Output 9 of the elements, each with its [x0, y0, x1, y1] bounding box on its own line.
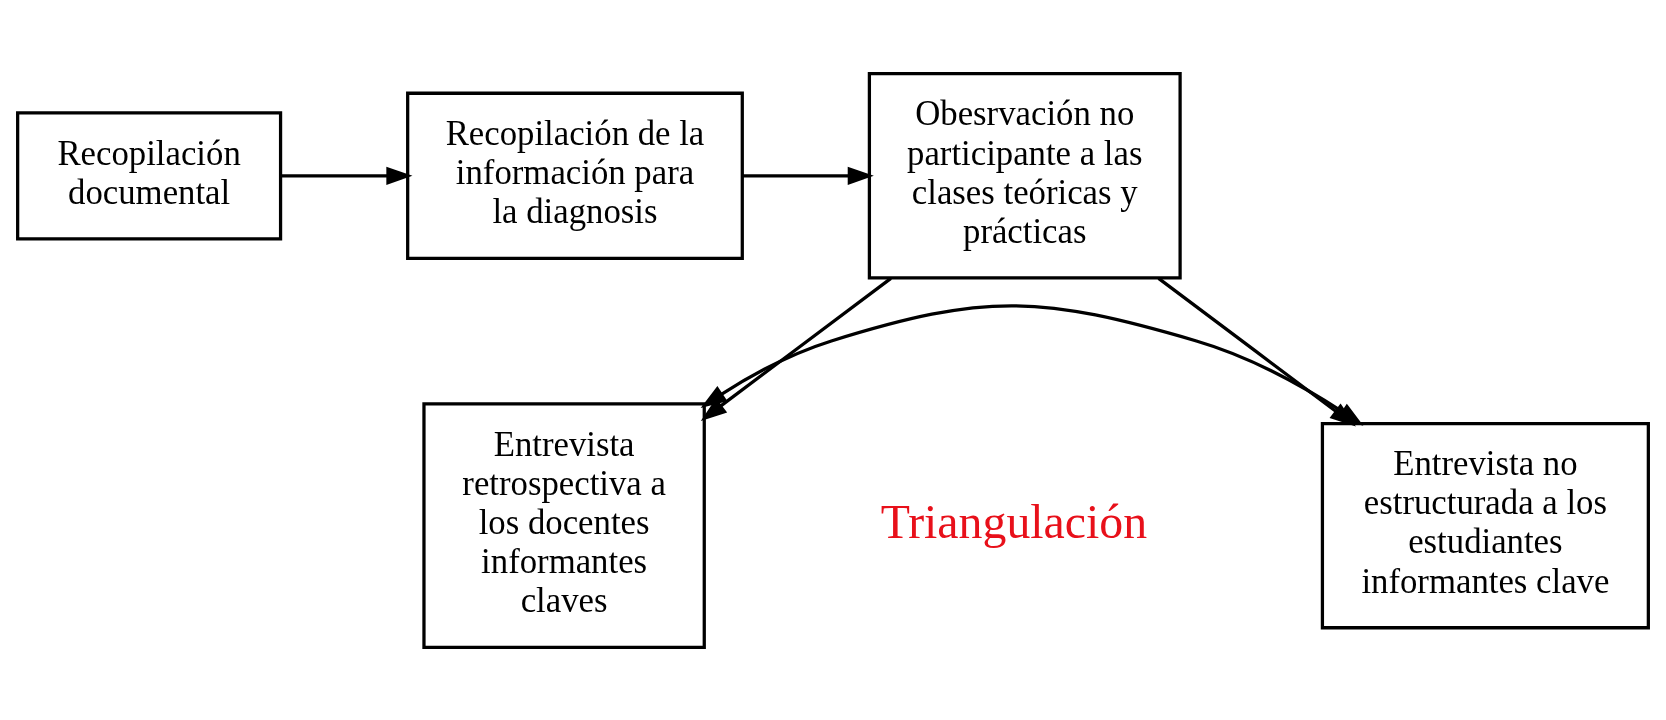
arrow [742, 166, 874, 185]
arrow [281, 166, 413, 185]
arrow [700, 276, 892, 421]
node-box: Obesrvación no participante a las clases teóricas y prácticas [867, 71, 1182, 280]
label: Triangulación [880, 494, 1148, 548]
node-box: Recopilación documental [16, 110, 283, 240]
node-box: Recopilación de la información para la diagnosis [406, 91, 744, 260]
node-box: Entrevista retrospectiva a los docentes informantes claves [422, 401, 706, 649]
node-box: Entrevista no estructurada a los estudiantes informantes clave [1320, 421, 1650, 629]
